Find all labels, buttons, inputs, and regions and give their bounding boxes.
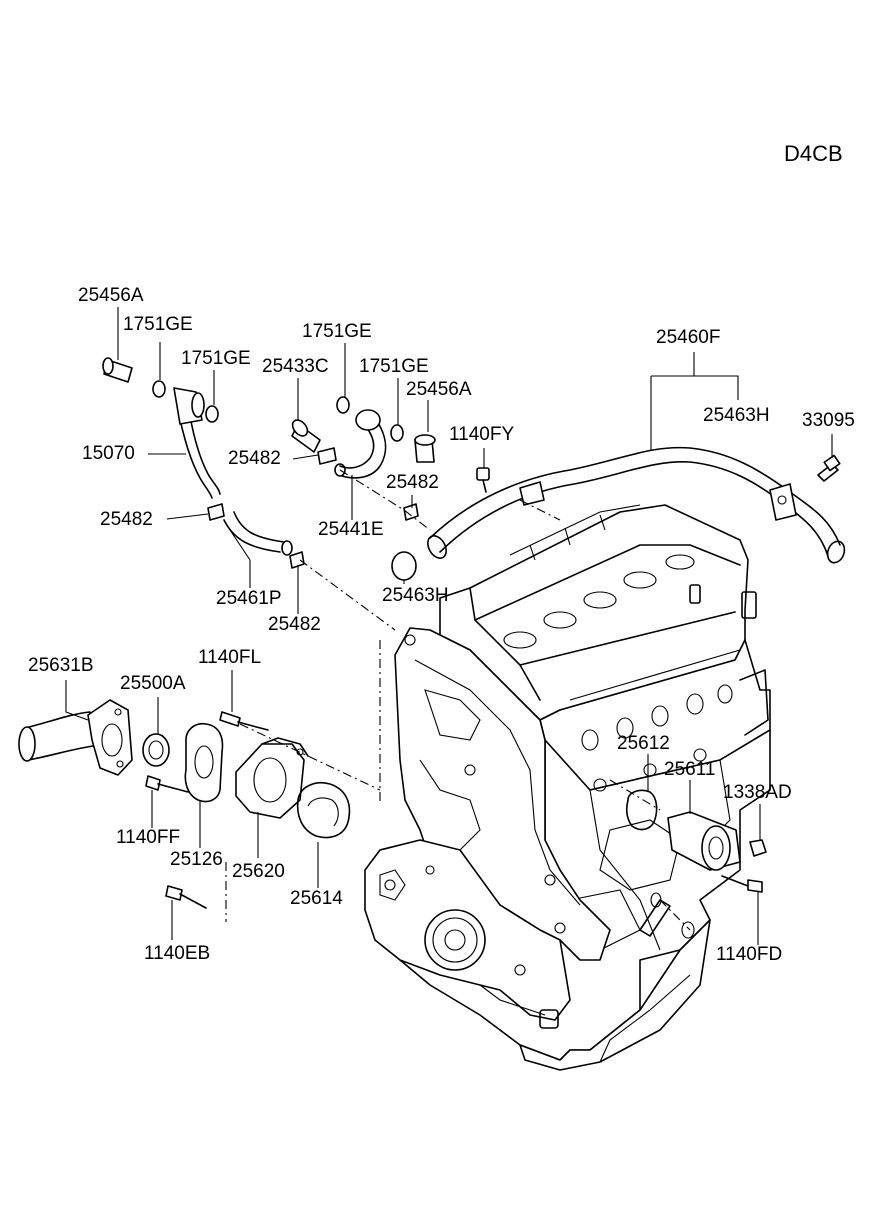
gasket-25612 (626, 789, 658, 831)
label-25482-a: 25482 (228, 448, 281, 469)
bolt-1140fd (747, 879, 763, 893)
label-25631b: 25631B (28, 655, 94, 676)
label-25612: 25612 (617, 733, 670, 754)
leader-lines (65, 307, 833, 945)
engine-block (364, 504, 771, 1071)
label-15070: 15070 (82, 443, 135, 464)
clamp-3 (317, 447, 337, 465)
label-1338ad: 1338AD (723, 782, 792, 803)
label-1140fy: 1140FY (449, 424, 515, 445)
label-1751ge-b: 1751GE (181, 348, 251, 369)
label-1140fl: 1140FL (198, 647, 262, 668)
thermostat-housing (235, 743, 305, 819)
label-1751ge-d: 1751GE (359, 356, 429, 377)
water-inlet-flange (87, 699, 133, 776)
label-1140eb: 1140EB (144, 943, 211, 964)
pipe-bracket (769, 483, 797, 521)
label-25500a: 25500A (120, 673, 186, 694)
o-ring-d (390, 424, 404, 442)
bolt-1140fy (476, 467, 490, 481)
bolt-1140fl (219, 711, 241, 727)
label-25441e: 25441E (318, 519, 384, 540)
label-25614: 25614 (290, 888, 343, 909)
nut-1338ad (749, 839, 767, 857)
o-ring-c (336, 396, 350, 414)
label-25463h-top: 25463H (703, 405, 770, 426)
label-25126: 25126 (170, 849, 223, 870)
label-25456a-left: 25456A (78, 285, 144, 306)
label-33095: 33095 (802, 410, 855, 431)
fitting-25433c (291, 423, 321, 453)
label-1140fd: 1140FD (716, 944, 783, 965)
thermostat-assembly (18, 640, 381, 922)
pipe-15070 (179, 419, 213, 499)
hose-25461p (223, 519, 281, 553)
label-25482-d: 25482 (268, 614, 321, 635)
o-ring-a (152, 380, 166, 398)
bolt-1140ff (145, 775, 161, 791)
o-ring-25463h (391, 551, 417, 581)
label-25456a-right: 25456A (406, 379, 472, 400)
label-25482-c: 25482 (100, 509, 153, 530)
oil-pan (519, 919, 711, 1071)
label-1751ge-a: 1751GE (123, 314, 193, 335)
heater-pipe (429, 446, 841, 546)
clamp-2 (289, 551, 305, 569)
o-ring-b (205, 405, 219, 423)
label-25611: 25611 (664, 759, 716, 780)
label-25463h: 25463H (382, 585, 449, 606)
label-25433c: 25433C (262, 356, 329, 377)
thermostat (142, 733, 170, 767)
label-1140ff: 1140FF (116, 827, 181, 848)
label-25620: 25620 (232, 861, 285, 882)
label-25460f: 25460F (656, 327, 721, 348)
label-25482-b: 25482 (386, 472, 439, 493)
label-1751ge-c: 1751GE (302, 321, 372, 342)
gasket-25126 (184, 722, 224, 803)
engine-code-label: D4CB (784, 141, 843, 166)
clamp-1 (207, 503, 225, 521)
bolt-1140eb (165, 885, 183, 901)
gasket-25614 (296, 782, 351, 839)
label-25461p: 25461P (216, 588, 282, 609)
